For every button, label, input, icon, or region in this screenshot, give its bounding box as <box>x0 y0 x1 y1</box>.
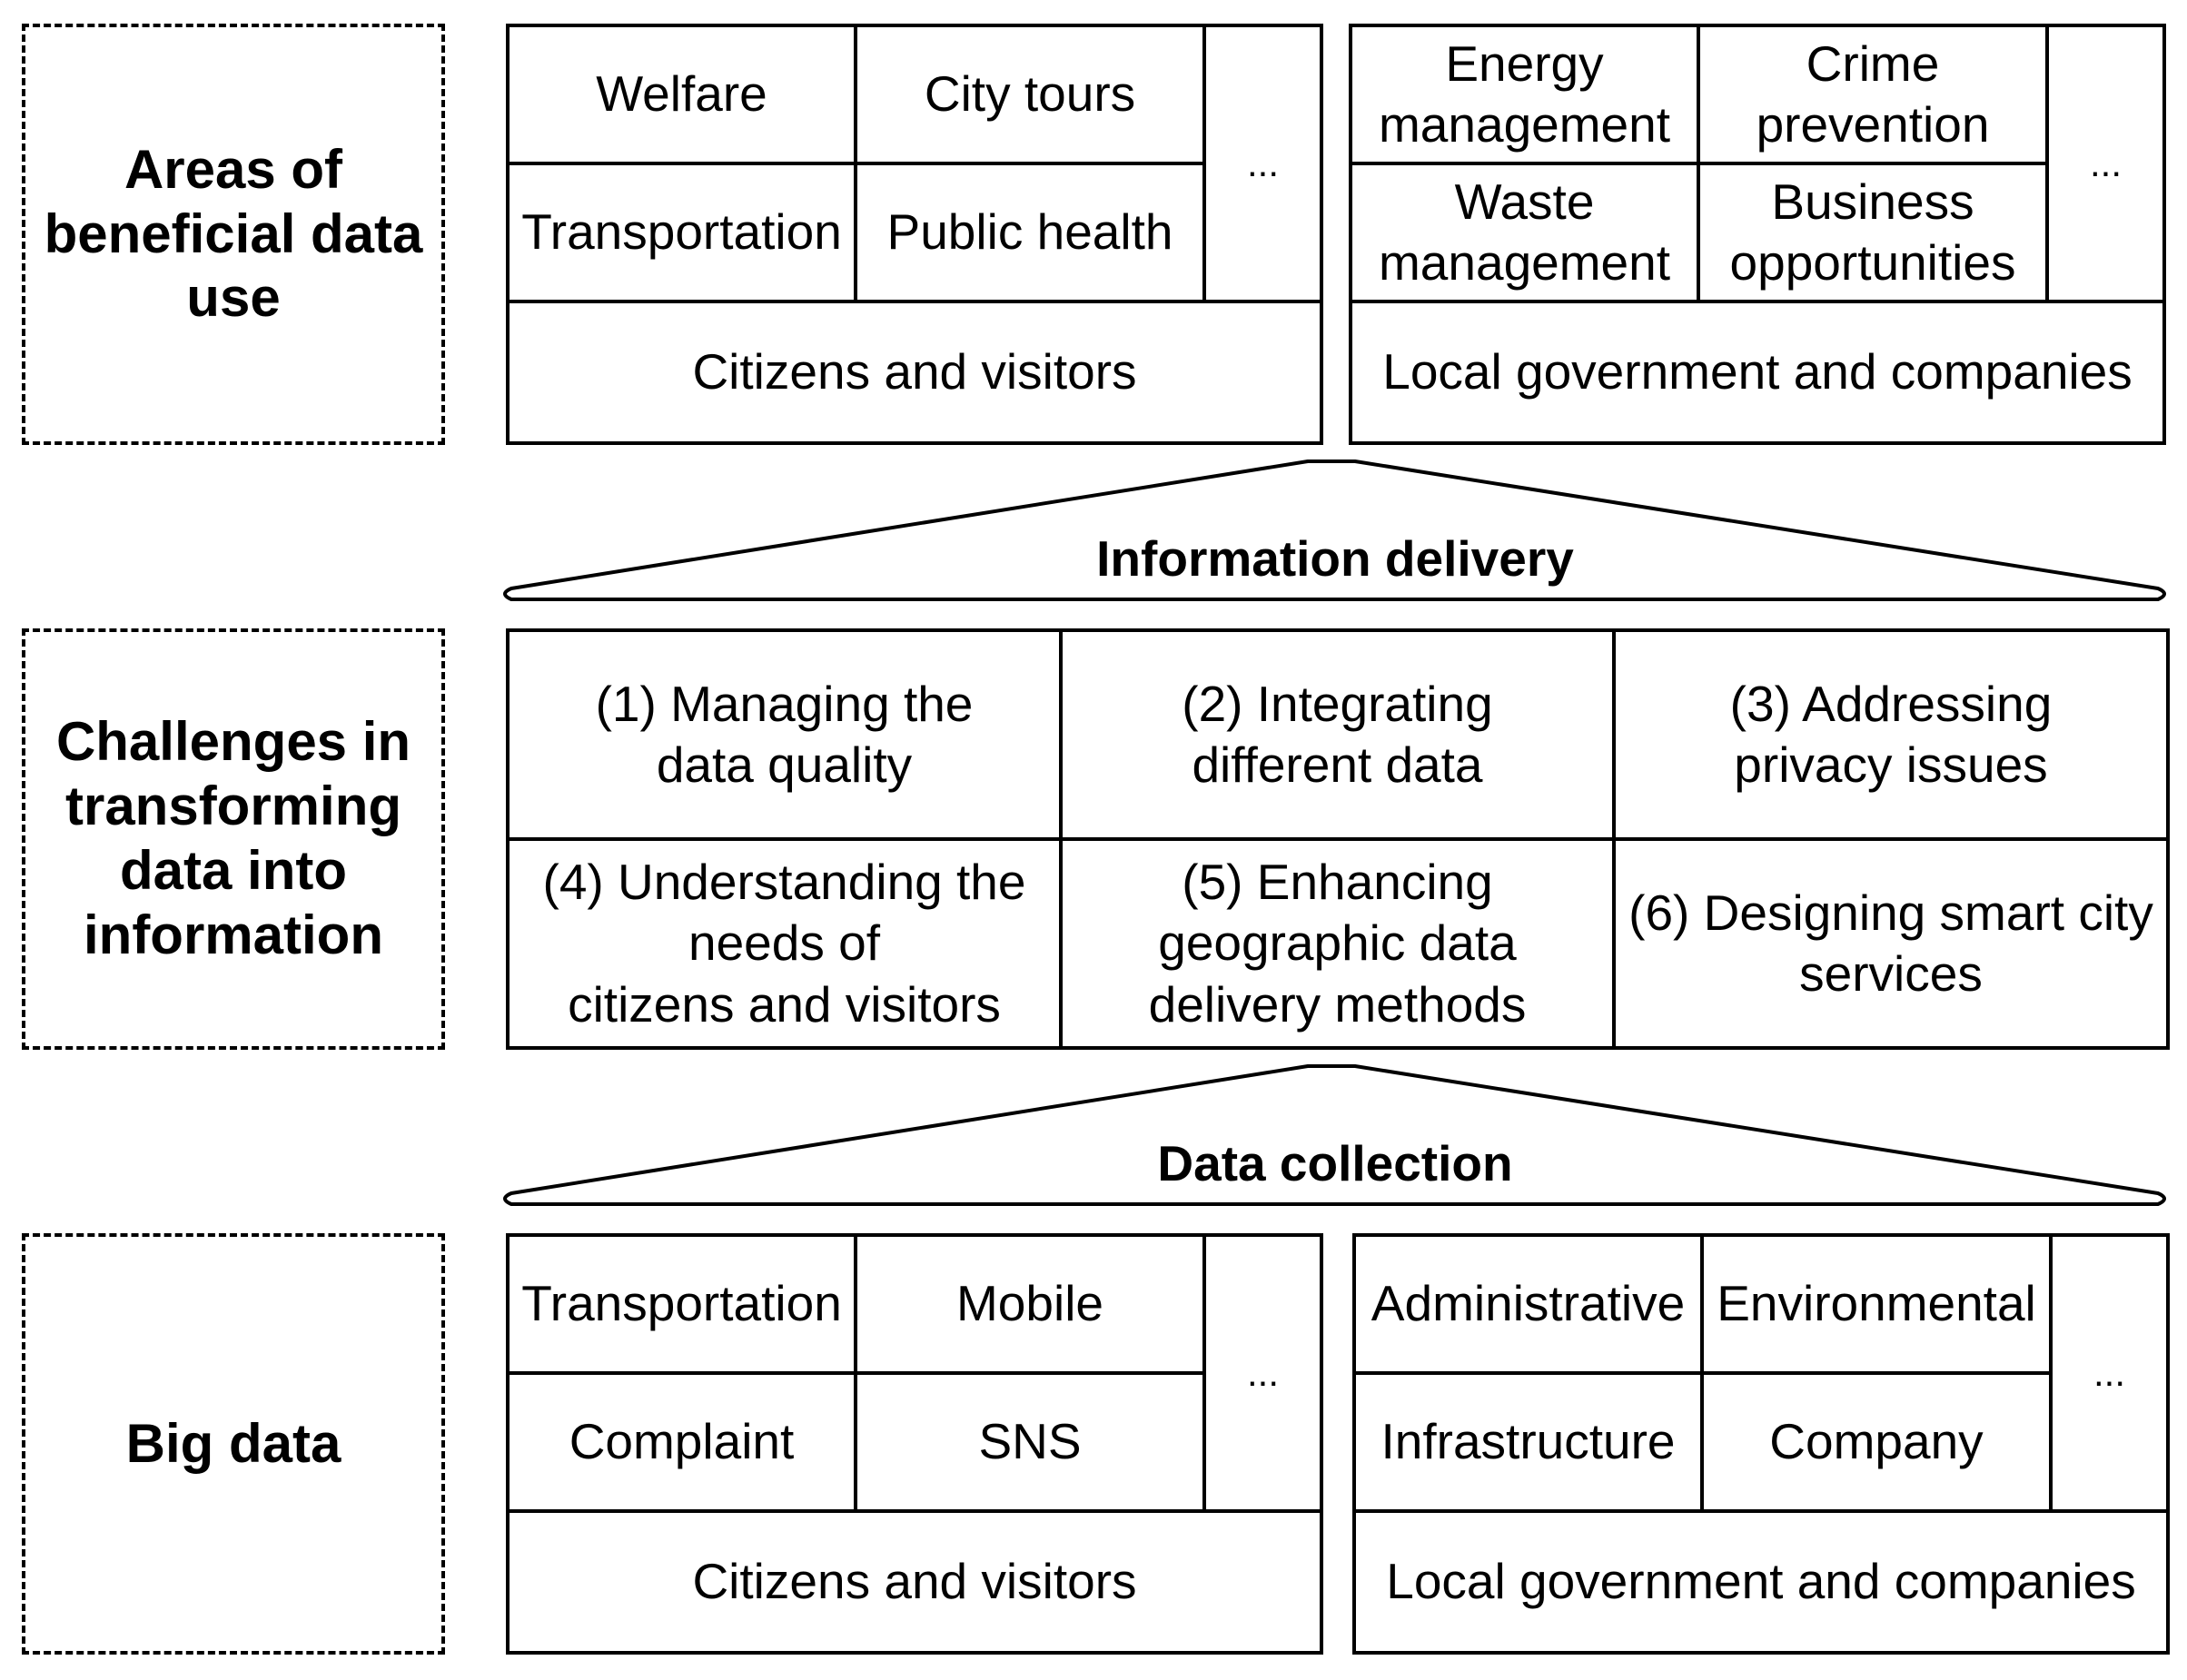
divider <box>506 162 1206 165</box>
data-source-cell: Environmental <box>1717 1275 2036 1332</box>
divider <box>1352 1509 2170 1513</box>
more-ellipsis: ... <box>1246 1351 1279 1395</box>
more-ellipsis: ... <box>2093 1351 2125 1395</box>
challenge-cell: (6) Designing smart city services <box>1628 884 2153 1002</box>
challenge-cell: (5) Enhancing geographic data delivery m… <box>1148 854 1527 1033</box>
area-cell: Transportation <box>521 203 842 261</box>
group-footer: Citizens and visitors <box>692 343 1137 400</box>
area-cell: Welfare <box>596 65 767 123</box>
data-source-cell: Complaint <box>569 1413 795 1470</box>
areas-citizens-frame <box>506 24 1323 445</box>
data-source-cell: Infrastructure <box>1380 1413 1676 1470</box>
group-footer: Local government and companies <box>1382 343 2133 400</box>
bigdata-government-frame <box>1352 1233 2170 1655</box>
area-cell: Public health <box>886 203 1173 261</box>
divider <box>506 1509 1323 1513</box>
data-source-cell: Transportation <box>521 1275 842 1332</box>
data-collection-title: Data collection <box>1157 1135 1513 1191</box>
area-cell: Waste management <box>1378 173 1671 291</box>
area-cell: Business opportunities <box>1729 173 2016 291</box>
more-ellipsis: ... <box>2089 142 2122 185</box>
group-footer: Citizens and visitors <box>692 1553 1137 1610</box>
data-source-cell: Administrative <box>1371 1275 1686 1332</box>
challenge-cell: (3) Addressing privacy issues <box>1729 675 2053 793</box>
label-areas-of-beneficial-data-use: Areas of beneficial data use <box>22 24 445 445</box>
divider <box>1349 162 2049 165</box>
challenge-cell: (4) Understanding the needs of citizens … <box>542 854 1026 1033</box>
divider <box>506 837 2170 841</box>
label-challenges: Challenges in transforming data into inf… <box>22 628 445 1050</box>
more-ellipsis: ... <box>1246 142 1279 185</box>
information-delivery-title: Information delivery <box>1096 530 1574 587</box>
areas-government-frame <box>1349 24 2166 445</box>
area-cell: Crime prevention <box>1756 35 1990 153</box>
challenge-cell: (1) Managing the data quality <box>595 675 974 793</box>
divider <box>1349 300 2166 303</box>
divider <box>1352 1371 2053 1375</box>
group-footer: Local government and companies <box>1386 1553 2136 1610</box>
data-source-cell: Company <box>1769 1413 1984 1470</box>
label-big-data: Big data <box>22 1233 445 1655</box>
bigdata-citizens-frame <box>506 1233 1323 1655</box>
data-source-cell: SNS <box>978 1413 1082 1470</box>
area-cell: City tours <box>924 65 1136 123</box>
data-source-cell: Mobile <box>955 1275 1104 1332</box>
area-cell: Energy management <box>1378 35 1671 153</box>
divider <box>506 1371 1206 1375</box>
divider <box>506 300 1323 303</box>
challenge-cell: (2) Integrating different data <box>1182 675 1493 793</box>
